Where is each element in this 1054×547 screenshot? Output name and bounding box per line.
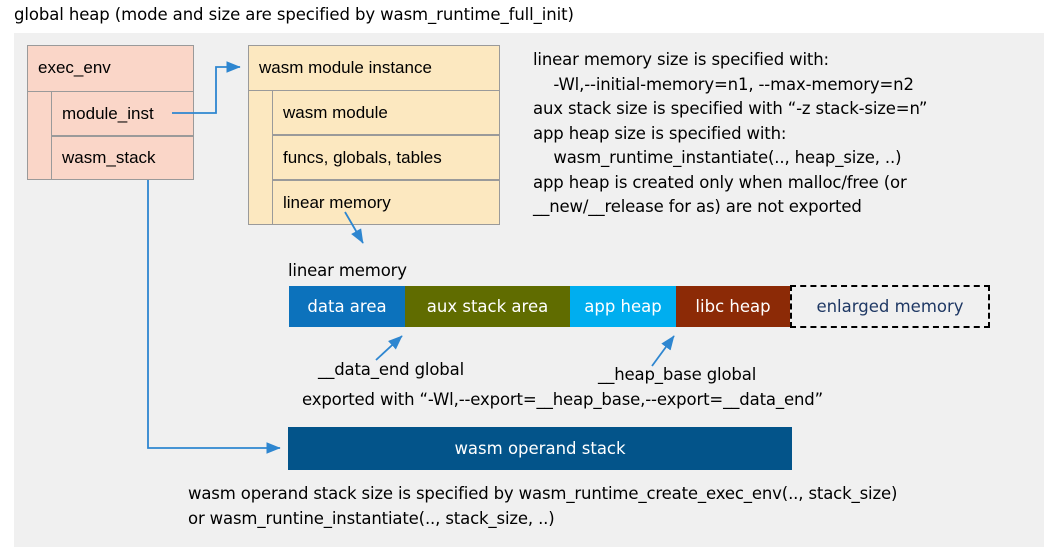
exec-env-header-label: exec_env xyxy=(38,58,111,77)
memory-segment-data-area: data area xyxy=(289,286,405,327)
exec-env-row-wasm-stack-label: wasm_stack xyxy=(62,148,156,167)
exec-env-row-wasm-stack xyxy=(51,136,194,180)
memory-segment-enlarged-memory: enlarged memory xyxy=(790,285,990,328)
linear-memory-note: linear memory size is specified with: -W… xyxy=(533,50,928,216)
linear-memory-caption: linear memory xyxy=(288,261,407,280)
memory-segment-libc-heap: libc heap xyxy=(676,286,790,327)
module-instance-row-funcs-globals-tables xyxy=(272,135,500,180)
memory-segment-aux-stack-area: aux stack area xyxy=(405,286,570,327)
annotation-exported-with: exported with “-Wl,--export=__heap_base,… xyxy=(302,390,823,409)
module-instance-row-funcs-globals-tables-label: funcs, globals, tables xyxy=(283,147,442,167)
memory-segment-app-heap: app heap xyxy=(570,286,676,327)
module-instance-row-linear-memory-label: linear memory xyxy=(283,192,391,212)
module-instance-row-linear-memory xyxy=(272,180,500,225)
annotation-data-end-global: __data_end global xyxy=(318,360,465,379)
operand-stack-note: wasm operand stack size is specified by … xyxy=(188,484,898,528)
wasm-operand-stack-box: wasm operand stack xyxy=(288,427,792,470)
module-instance-row-wasm-module-label: wasm module xyxy=(283,102,388,122)
module-instance-row-wasm-module xyxy=(272,90,500,135)
exec-env-row-module-inst-label: module_inst xyxy=(62,103,154,123)
page-title: global heap (mode and size are specified… xyxy=(14,5,574,24)
module-instance-header-label: wasm module instance xyxy=(259,57,432,77)
annotation-heap-base-global: __heap_base global xyxy=(598,365,757,384)
exec-env-row-module-inst xyxy=(51,91,194,136)
